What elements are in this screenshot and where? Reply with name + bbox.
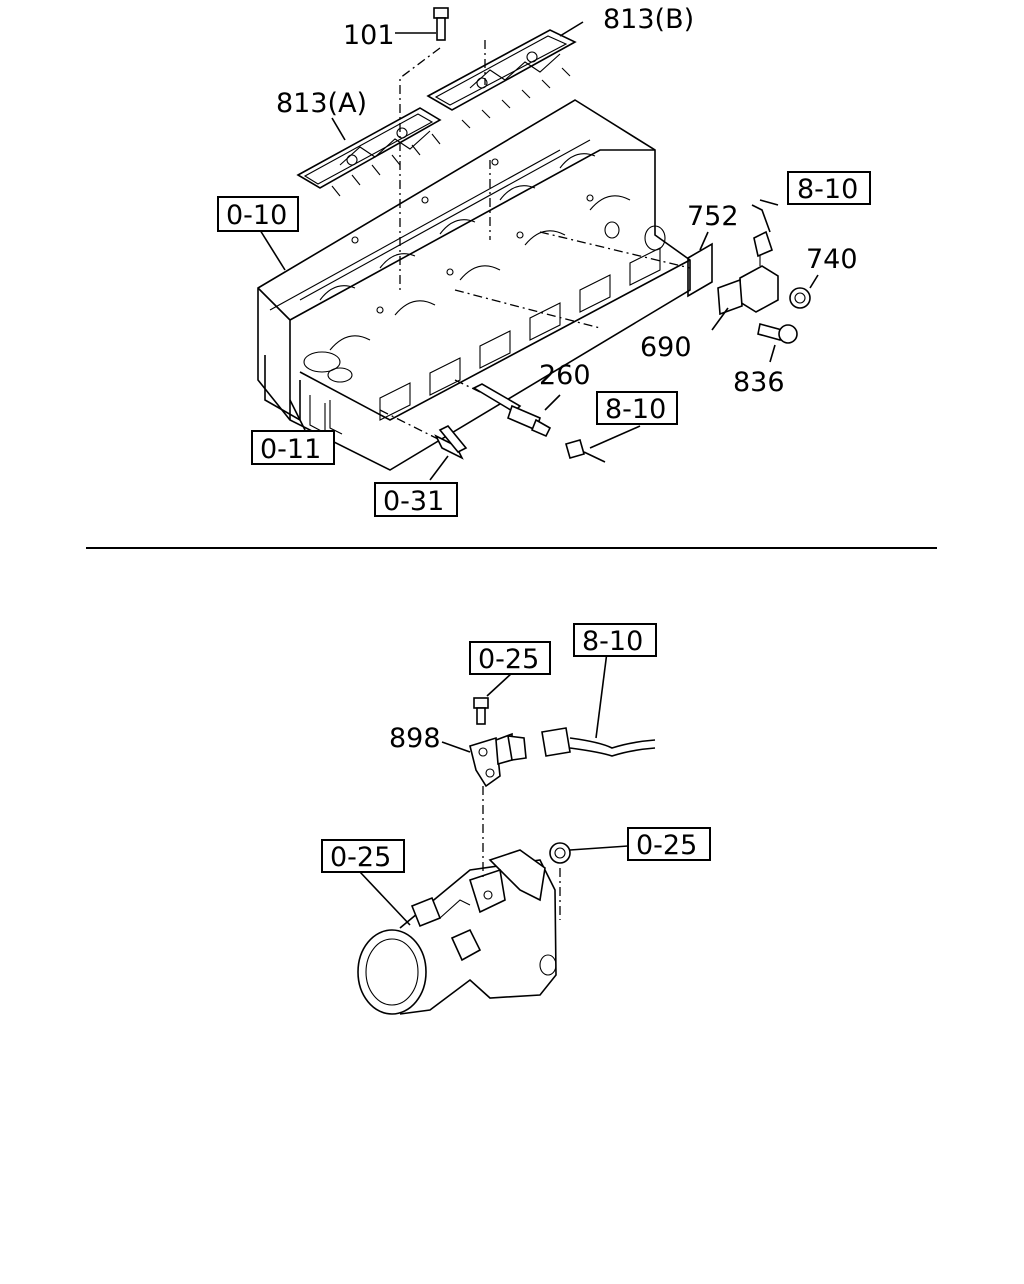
fitting-0-31 xyxy=(429,424,468,481)
label-101: 101 xyxy=(343,20,395,51)
connector-harness-mid xyxy=(565,425,641,463)
cylinder-head-assembly xyxy=(257,99,691,471)
ref-box-0-25-throttle xyxy=(321,839,405,873)
ref-box-8-10-top xyxy=(787,171,871,205)
ref-box-0-31 xyxy=(374,482,458,517)
ref-label-0-31: 0-31 xyxy=(383,486,444,517)
label-813b: 813(B) xyxy=(603,4,694,35)
gasket-813a xyxy=(296,107,442,197)
label-813a: 813(A) xyxy=(276,88,367,119)
ref-label-0-11: 0-11 xyxy=(260,434,321,465)
ref-box-0-10 xyxy=(217,196,299,232)
ref-label-8-10-bottom: 8-10 xyxy=(582,626,643,657)
bolt-836 xyxy=(757,323,798,363)
sensor-690 xyxy=(711,230,779,331)
label-752: 752 xyxy=(687,201,739,232)
harness-top xyxy=(751,199,779,233)
label-898: 898 xyxy=(389,723,441,754)
gasket-813b xyxy=(426,29,577,129)
ref-label-0-25-throttle: 0-25 xyxy=(330,842,391,873)
ref-box-8-10-bottom xyxy=(573,623,657,657)
label-260: 260 xyxy=(539,360,591,391)
ref-label-0-25-bolt: 0-25 xyxy=(478,644,539,675)
bolt-0-25 xyxy=(473,672,513,725)
ref-label-0-10: 0-10 xyxy=(226,200,287,231)
ref-label-8-10-mid: 8-10 xyxy=(605,394,666,425)
bolt-101 xyxy=(433,7,449,41)
ref-label-8-10-top: 8-10 xyxy=(797,174,858,205)
ref-box-0-25-nut xyxy=(627,827,711,861)
label-740: 740 xyxy=(806,244,858,275)
ref-box-8-10-mid xyxy=(596,391,678,425)
nut-0-25 xyxy=(549,842,629,864)
nut-740 xyxy=(789,274,819,309)
throttle-body xyxy=(357,786,561,1015)
leader-0-11 xyxy=(289,399,306,431)
ref-box-0-11 xyxy=(251,430,335,465)
leader-throttle-body xyxy=(359,871,411,926)
ref-box-0-25-bolt xyxy=(469,641,551,675)
sensor-898 xyxy=(441,732,527,788)
label-836: 836 xyxy=(733,367,785,398)
label-690: 690 xyxy=(640,332,692,363)
harness-connector-bottom xyxy=(541,651,656,757)
top-leader-lines xyxy=(259,21,691,441)
ref-label-0-25-nut: 0-25 xyxy=(636,830,697,861)
gasket-752 xyxy=(687,231,713,298)
glow-plug-260 xyxy=(472,383,561,438)
